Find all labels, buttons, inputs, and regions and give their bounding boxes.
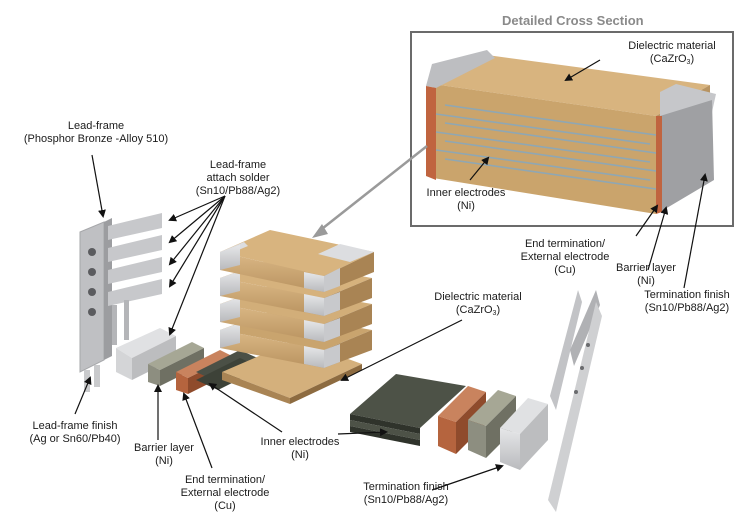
chip-stack [220,230,374,404]
label-end-term-bottom-line2: External electrode [180,487,270,499]
label-end-term-right: End termination/ External electrode (Cu) [510,238,620,277]
label-barrier-left-line2: (Ni) [155,455,173,467]
inset-dielectric-top [433,55,710,116]
leader-arrows [74,59,708,491]
label-attach-solder: Lead-frame attach solder (Sn10/Pb88/Ag2) [188,159,288,198]
label-barrier-right: Barrier layer (Ni) [606,262,686,288]
inset-cross-section [410,31,734,227]
inset-inner-electrodes [435,104,657,190]
inset-title: Detailed Cross Section [502,13,644,28]
label-leadframe-line2: (Phosphor Bronze -Alloy 510) [23,133,169,145]
label-dielectric-main: Dielectric material (CaZrO3) [424,291,532,320]
label-term-finish-right-line1: Termination finish [644,289,730,301]
label-dielectric-inset-line1: Dielectric material [628,40,716,52]
label-attach-solder-line1: Lead-frame [209,159,267,171]
label-term-finish-right: Termination finish (Sn10/Pb88/Ag2) [632,289,742,315]
label-term-finish-right-line2: (Sn10/Pb88/Ag2) [644,302,730,314]
label-attach-solder-line2: attach solder [206,172,270,184]
label-inner-electrodes-bottom-line2: (Ni) [291,449,309,461]
label-barrier-left: Barrier layer (Ni) [124,442,204,468]
label-end-term-bottom: End termination/ External electrode (Cu) [170,474,280,513]
label-dielectric-inset: Dielectric material (CaZrO3) [620,40,724,69]
label-leadframe: Lead-frame (Phosphor Bronze -Alloy 510) [22,120,170,146]
right-exploded-layers [350,374,548,470]
label-barrier-right-line1: Barrier layer [616,262,676,274]
label-inner-electrodes-inset: Inner electrodes (Ni) [418,187,514,213]
label-leadframe-finish-line1: Lead-frame finish [32,420,118,432]
label-term-finish-bottom: Termination finish (Sn10/Pb88/Ag2) [356,481,456,507]
label-dielectric-main-line1: Dielectric material [434,291,522,303]
label-inner-electrodes-inset-line1: Inner electrodes [426,187,506,199]
label-end-term-bottom-line1: End termination/ [184,474,266,486]
label-leadframe-finish: Lead-frame finish (Ag or Sn60/Pb40) [20,420,130,446]
label-leadframe-line1: Lead-frame [67,120,125,132]
inset-right-cap-edge [656,116,662,214]
label-barrier-left-line1: Barrier layer [134,442,194,454]
label-term-finish-bottom-line2: (Sn10/Pb88/Ag2) [363,494,449,506]
leadframe-fingers [108,213,162,345]
label-inner-electrodes-bottom: Inner electrodes (Ni) [252,436,348,462]
inset-pointer-arrow [317,145,428,233]
label-end-term-right-line2: External electrode [520,251,610,263]
label-term-finish-bottom-line1: Termination finish [363,481,449,493]
inset-left-cap-face [426,86,436,180]
left-termination-layers [116,328,262,394]
label-end-term-right-line1: End termination/ [524,238,606,250]
label-end-term-bottom-line3: (Cu) [214,500,236,512]
label-attach-solder-line3: (Sn10/Pb88/Ag2) [195,185,281,197]
label-dielectric-main-line2: (CaZrO3) [455,304,501,317]
label-dielectric-inset-line2: (CaZrO3) [649,53,695,66]
label-end-term-right-line3: (Cu) [554,264,576,276]
label-inner-electrodes-bottom-line1: Inner electrodes [260,436,340,448]
label-barrier-right-line2: (Ni) [637,275,655,287]
leadframe-left [79,218,112,392]
label-inner-electrodes-inset-line2: (Ni) [457,200,475,212]
inset-left-cap-top [426,50,495,88]
inset-right-cap-side [660,100,714,212]
label-leadframe-finish-line2: (Ag or Sn60/Pb40) [29,433,121,445]
leadframe-right [548,290,602,512]
